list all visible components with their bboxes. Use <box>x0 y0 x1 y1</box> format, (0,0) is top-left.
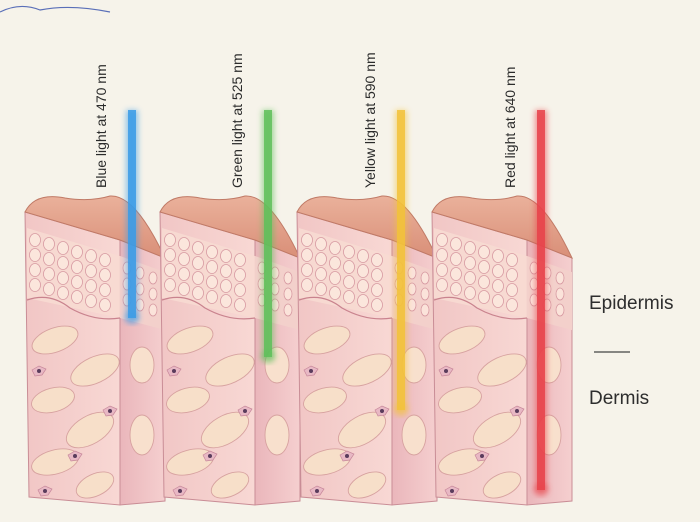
beam-label-4: Red light at 640 nm <box>502 67 518 188</box>
beam-2 <box>261 110 275 363</box>
beam-label-2: Green light at 525 nm <box>229 53 245 188</box>
dermis-label: Dermis <box>589 388 649 409</box>
beam-labels: Blue light at 470 nm Green light at 525 n… <box>93 52 518 188</box>
skin-blocks <box>25 196 572 505</box>
beam-label-3: Yellow light at 590 nm <box>362 52 378 188</box>
beam-label-1: Blue light at 470 nm <box>93 64 109 188</box>
beam-4 <box>534 110 548 496</box>
beam-3 <box>394 110 408 416</box>
skin-block-1 <box>25 196 165 505</box>
skin-block-4 <box>432 196 572 505</box>
epidermis-label: Epidermis <box>589 293 673 314</box>
skin-block-3 <box>297 196 437 505</box>
beam-1 <box>125 110 139 324</box>
skin-block-2 <box>160 196 300 505</box>
corner-scribble <box>0 6 110 12</box>
